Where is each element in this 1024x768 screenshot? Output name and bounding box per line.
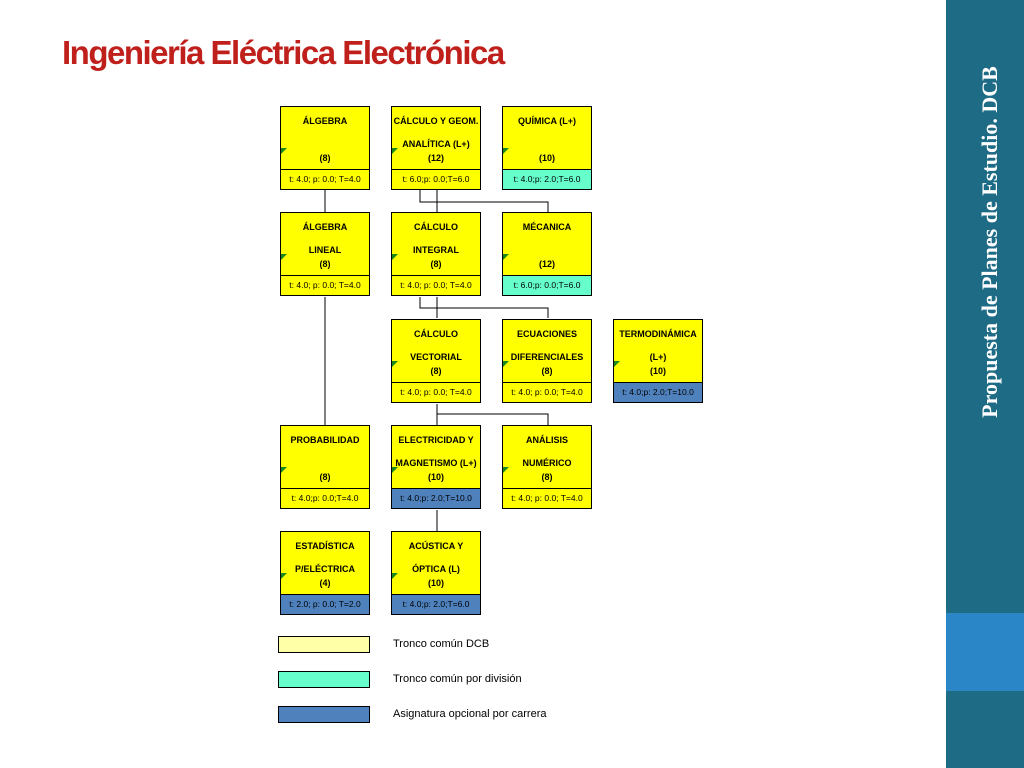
course-analisis: ANÁLISIS NUMÉRICO (8) t: 4.0; p: 0.0; T=4.0 — [502, 425, 592, 509]
course-name-line2: ÓPTICA (L) — [412, 564, 460, 574]
corner-flag-icon — [392, 148, 398, 154]
course-hours: t: 4.0;p: 0.0;T=4.0 — [281, 488, 369, 508]
course-name-line1: ÁLGEBRA — [302, 222, 348, 232]
course-name-line1: ÁLGEBRA — [302, 116, 348, 126]
course-hours: t: 4.0; p: 0.0; T=4.0 — [503, 382, 591, 402]
course-credits: (8) — [319, 472, 331, 482]
course-name-line2: MAGNETISMO (L+) — [395, 458, 477, 468]
connector-ecuaciones — [419, 297, 549, 318]
course-hours: t: 4.0;p: 2.0;T=6.0 — [392, 594, 480, 614]
legend-label-optativa: Asignatura opcional por carrera — [393, 708, 547, 720]
corner-flag-icon — [503, 467, 509, 473]
course-hours: t: 4.0;p: 2.0;T=10.0 — [392, 488, 480, 508]
course-calculo-geom: CÁLCULO Y GEOM. ANALÍTICA (L+) (12) t: 6.0;… — [391, 106, 481, 190]
course-hours: t: 6.0;p: 0.0;T=6.0 — [503, 275, 591, 295]
course-hours: t: 4.0; p: 0.0; T=4.0 — [392, 275, 480, 295]
course-hours: t: 4.0;p: 2.0;T=6.0 — [503, 169, 591, 189]
course-name-line1: MÉCANICA — [522, 222, 572, 232]
course-credits: (8) — [319, 259, 331, 269]
corner-flag-icon — [281, 254, 287, 260]
course-name-line1: CÁLCULO — [414, 222, 458, 232]
course-credits: (12) — [427, 153, 444, 163]
course-name-line1: CÁLCULO — [414, 329, 458, 339]
course-name-line2: DIFERENCIALES — [510, 352, 584, 362]
connector-analisis — [436, 404, 549, 425]
slide-title: Ingeniería Eléctrica Electrónica — [62, 34, 505, 71]
legend-swatch-tronco-dcb — [278, 636, 370, 653]
corner-flag-icon — [503, 148, 509, 154]
course-name-line1: ECUACIONES — [516, 329, 577, 339]
legend-swatch-optativa — [278, 706, 370, 723]
course-electricidad: ELECTRICIDAD Y MAGNETISMO (L+) (10) t: 4.0;… — [391, 425, 481, 509]
legend-label-tronco-dcb: Tronco común DCB — [393, 638, 490, 650]
course-estadistica: ESTADÍSTICA P/ELÉCTRICA (4) t: 2.0; p: 0.0;… — [280, 531, 370, 615]
corner-flag-icon — [503, 361, 509, 367]
course-credits: (10) — [427, 578, 444, 588]
course-credits: (12) — [538, 259, 555, 269]
course-hours: t: 4.0; p: 0.0; T=4.0 — [392, 382, 480, 402]
course-name-line2: P/ELÉCTRICA — [294, 564, 355, 574]
course-name-line2: ANALÍTICA (L+) — [402, 139, 470, 149]
course-credits: (10) — [538, 153, 555, 163]
course-name-line2: INTEGRAL — [413, 245, 459, 255]
course-probabilidad: PROBABILIDAD (8) t: 4.0;p: 0.0;T=4.0 — [280, 425, 370, 509]
course-name-line2: (L+) — [649, 352, 667, 362]
connector-mecanica — [419, 190, 549, 212]
course-credits: (8) — [541, 472, 553, 482]
course-credits: (8) — [319, 153, 331, 163]
corner-flag-icon — [281, 573, 287, 579]
course-hours: t: 6.0;p: 0.0;T=6.0 — [392, 169, 480, 189]
course-credits: (10) — [649, 366, 666, 376]
corner-flag-icon — [503, 254, 509, 260]
course-algebra: ÁLGEBRA (8) t: 4.0; p: 0.0; T=4.0 — [280, 106, 370, 190]
legend-swatch-tronco-division — [278, 671, 370, 688]
course-hours: t: 4.0; p: 0.0; T=4.0 — [281, 275, 369, 295]
side-accent-block — [946, 613, 1024, 691]
course-name-line1: TERMODINÁMICA — [619, 329, 697, 339]
corner-flag-icon — [392, 361, 398, 367]
course-quimica: QUÍMICA (L+) (10) t: 4.0;p: 2.0;T=6.0 — [502, 106, 592, 190]
course-credits: (8) — [430, 259, 442, 269]
course-name-line1: ACÚSTICA Y — [408, 541, 464, 551]
corner-flag-icon — [281, 148, 287, 154]
course-name-line1: ESTADÍSTICA — [295, 541, 355, 551]
course-hours: t: 4.0; p: 0.0; T=4.0 — [503, 488, 591, 508]
course-name-line1: CÁLCULO Y GEOM. — [393, 116, 479, 126]
course-name-line2: LINEAL — [308, 245, 342, 255]
course-mecanica: MÉCANICA (12) t: 6.0;p: 0.0;T=6.0 — [502, 212, 592, 296]
course-calculo-integral: CÁLCULO INTEGRAL (8) t: 4.0; p: 0.0; T=4.0 — [391, 212, 481, 296]
legend-label-tronco-division: Tronco común por división — [393, 673, 522, 685]
course-name-line1: PROBABILIDAD — [290, 435, 360, 445]
course-calculo-vectorial: CÁLCULO VECTORIAL (8) t: 4.0; p: 0.0; T=4.0 — [391, 319, 481, 403]
corner-flag-icon — [392, 467, 398, 473]
course-hours: t: 4.0; p: 0.0; T=4.0 — [281, 169, 369, 189]
course-acustica: ACÚSTICA Y ÓPTICA (L) (10) t: 4.0;p: 2.0;T=… — [391, 531, 481, 615]
course-credits: (10) — [427, 472, 444, 482]
course-algebra-lineal: ÁLGEBRA LINEAL (8) t: 4.0; p: 0.0; T=4.0 — [280, 212, 370, 296]
corner-flag-icon — [614, 361, 620, 367]
corner-flag-icon — [281, 467, 287, 473]
corner-flag-icon — [392, 254, 398, 260]
course-ecuaciones: ECUACIONES DIFERENCIALES (8) t: 4.0; p: 0.0… — [502, 319, 592, 403]
course-termodinamica: TERMODINÁMICA (L+) (10) t: 4.0;p: 2.0;T=10.… — [613, 319, 703, 403]
course-name-line1: ANÁLISIS — [525, 435, 568, 445]
course-credits: (8) — [541, 366, 553, 376]
course-credits: (4) — [319, 578, 331, 588]
course-name-line1: QUÍMICA (L+) — [518, 116, 576, 126]
course-name-line2: VECTORIAL — [410, 352, 462, 362]
course-hours: t: 4.0;p: 2.0;T=10.0 — [614, 382, 702, 402]
course-hours: t: 2.0; p: 0.0; T=2.0 — [281, 594, 369, 614]
course-name-line1: ELECTRICIDAD Y — [398, 435, 474, 445]
course-credits: (8) — [430, 366, 442, 376]
course-name-line2: NUMÉRICO — [522, 458, 572, 468]
corner-flag-icon — [392, 573, 398, 579]
